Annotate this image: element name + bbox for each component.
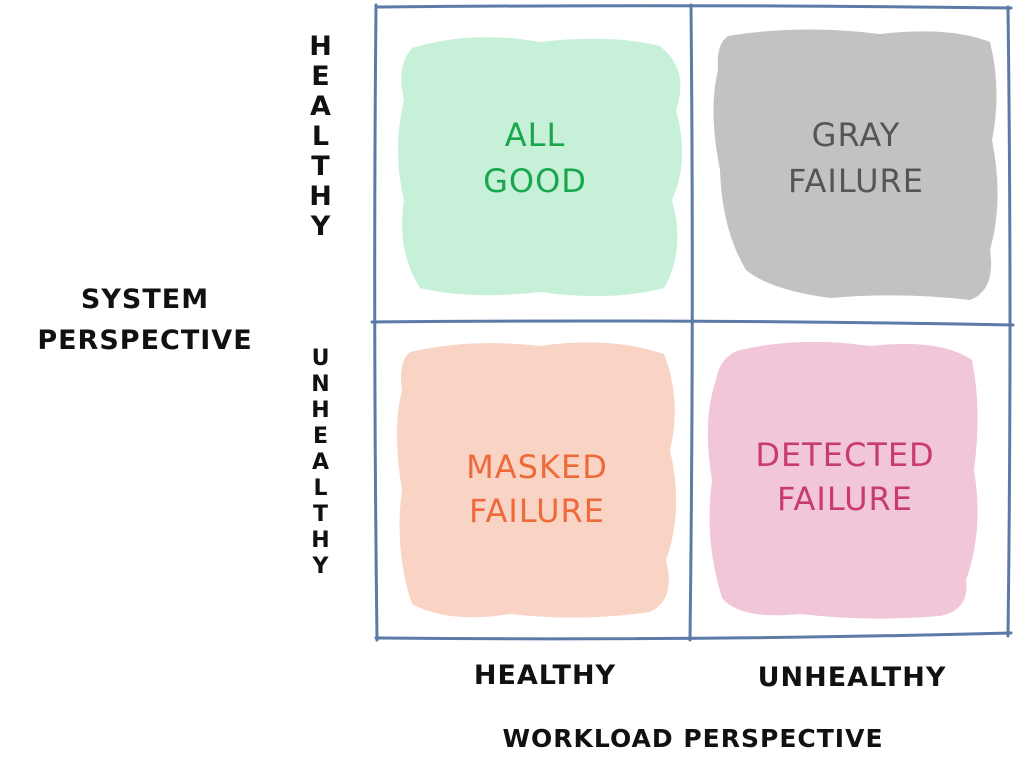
gray-failure-label-line2: FAILURE [788, 162, 924, 200]
grid-line-center [688, 3, 694, 642]
gray-failure-fill [713, 29, 998, 301]
grid-line-top [374, 4, 1013, 10]
all-good-fill [398, 37, 683, 297]
gray-failure-label-line1: GRAY [812, 116, 901, 154]
detected-failure-label-line2: FAILURE [777, 480, 913, 518]
masked-failure-label-line1: MASKED [466, 448, 608, 486]
all-good-label-line1: ALL [505, 116, 566, 154]
detected-failure-label-line1: DETECTED [755, 436, 934, 474]
workload-unhealthy-column-label: UNHEALTHY [758, 662, 947, 693]
grid-line-bottom [374, 631, 1013, 641]
grid-line-right [1006, 5, 1012, 638]
masked-failure-label-line2: FAILURE [469, 492, 605, 530]
quadrant-grid [370, 3, 1015, 642]
workload-perspective-title: WORKLOAD PERSPECTIVE [502, 724, 883, 753]
system-perspective-title-line2: PERSPECTIVE [37, 325, 252, 356]
grid-line-middle [370, 319, 1015, 327]
system-perspective-title-line1: SYSTEM [81, 284, 209, 315]
all-good-label-line2: GOOD [483, 162, 587, 200]
grid-line-left [373, 3, 379, 642]
detected-failure-fill [707, 341, 978, 619]
workload-healthy-column-label: HEALTHY [474, 660, 616, 691]
masked-failure-fill [397, 342, 677, 618]
